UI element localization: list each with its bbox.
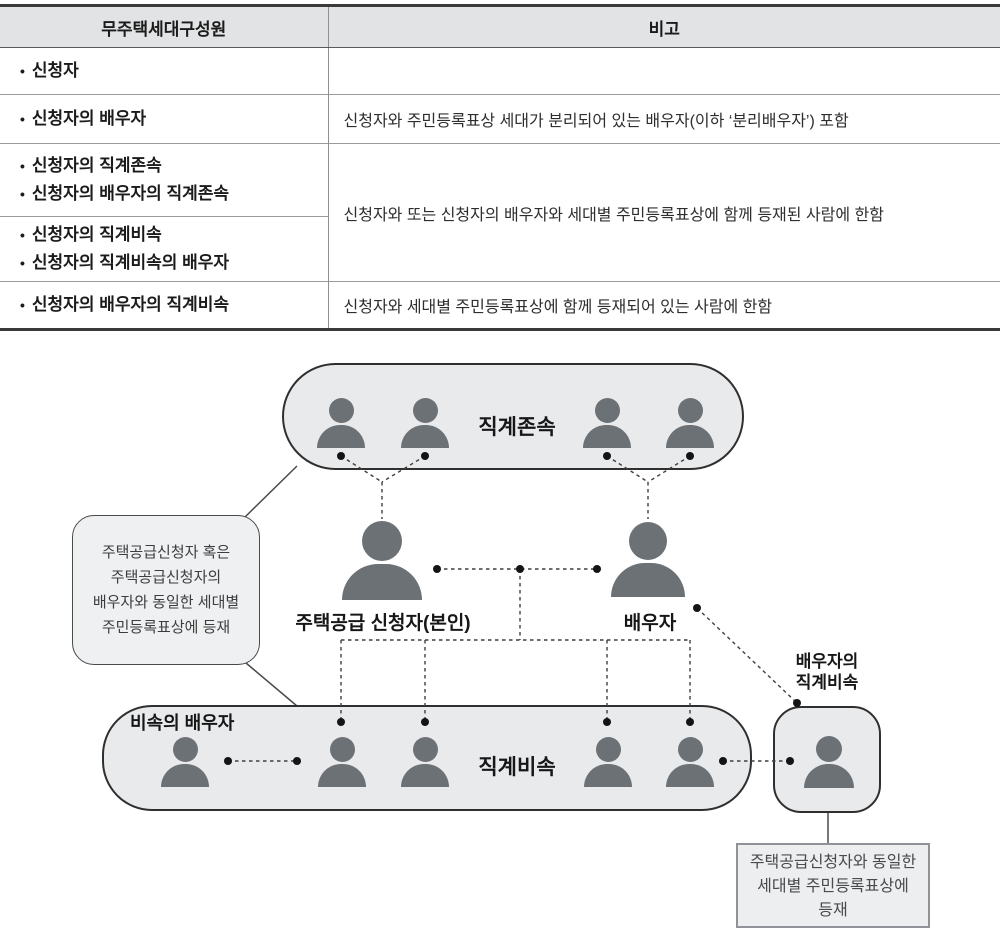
table-row: • 신청자의 직계비속 • 신청자의 직계비속의 배우자 [0, 216, 1000, 282]
bullet-icon: • [20, 186, 25, 202]
remark-cell: 신청자와 세대별 주민등록표상에 함께 등재되어 있는 사람에 한함 [328, 281, 1000, 330]
table-header-row: 무주택세대구성원 비고 [0, 5, 1000, 48]
spouse-descendants-label-line2: 직계비속 [795, 673, 859, 692]
spouse-descendants-label-line1: 배우자의 [795, 652, 859, 671]
spouse-descendant-note: 주택공급신청자와 동일한 세대별 주민등록표상에 등재 [736, 843, 930, 928]
member-cell: • 신청자 [0, 47, 329, 95]
callout-line-2: 주택공급신청자의 [110, 569, 222, 586]
remark-cell [328, 48, 1000, 95]
descendant-person-icon [401, 737, 449, 787]
spouse-descendants-label: 배우자의 직계비속 [796, 651, 859, 693]
col-header-remark: 비고 [328, 5, 1000, 48]
table-row: • 신청자의 직계존속 • 신청자의 배우자의 직계존속 신청자와 또는 신청자의 … [0, 143, 1000, 282]
spouse-descendant-person-icon [804, 736, 854, 788]
household-member-table: 무주택세대구성원 비고 • 신청자 • 신청자의 배우자 신청자와 주민등록표상 세… [0, 4, 1000, 331]
descendant-spouse-label: 비속의 배우자 [130, 713, 235, 733]
bullet-icon: • [20, 111, 25, 127]
descendant-spouse-person-icon [161, 737, 209, 787]
member-text: 신청자 [31, 61, 79, 80]
callout-line-3: 배우자와 동일한 세대별 [92, 594, 240, 611]
ascendants-group-box [282, 363, 744, 470]
member-cell: • 신청자의 배우자의 직계비속 [0, 281, 329, 330]
descendant-person-icon [318, 737, 366, 787]
ascendant-person-icon [317, 398, 365, 448]
member-cell: • 신청자의 직계비속 • 신청자의 직계비속의 배우자 [0, 216, 329, 282]
table-row: • 신청자 [0, 47, 1000, 95]
descendant-person-icon [666, 737, 714, 787]
note-line-2: 세대별 주민등록표상에 [757, 878, 909, 895]
table-row: • 신청자의 배우자의 직계비속 신청자와 세대별 주민등록표상에 함께 등재되어… [0, 281, 1000, 330]
ascendant-person-icon [666, 398, 714, 448]
ascendants-label: 직계존속 [478, 416, 556, 439]
bullet-icon: • [20, 255, 25, 271]
member-text: 신청자의 배우자의 직계비속 [31, 295, 230, 314]
callout-line-1: 주택공급신청자 혹은 [101, 544, 231, 561]
col-header-member: 무주택세대구성원 [0, 5, 329, 48]
spouse-label: 배우자 [623, 613, 677, 634]
applicant-label: 주택공급 신청자(본인) [295, 613, 471, 634]
callout-line-top [244, 465, 298, 518]
descendants-label: 직계비속 [478, 756, 556, 779]
member-cell: • 신청자의 직계존속 • 신청자의 배우자의 직계존속 [0, 143, 329, 217]
remark-cell-merged: 신청자와 또는 신청자의 배우자와 세대별 주민등록표상에 함께 등재된 사람에… [328, 143, 1000, 282]
member-text: 신청자의 직계비속 [31, 225, 162, 244]
note-line-1: 주택공급신청자와 동일한 [749, 854, 917, 871]
callout-line-4: 주민등록표상에 등재 [101, 619, 231, 636]
spouse-person-icon [611, 522, 685, 597]
bullet-icon: • [20, 297, 25, 313]
member-cell: • 신청자의 배우자 [0, 94, 329, 144]
bullet-icon: • [20, 63, 25, 79]
bullet-icon: • [20, 158, 25, 174]
ascendant-person-icon [401, 398, 449, 448]
callout-line-bottom [245, 662, 298, 707]
member-text: 신청자의 배우자 [31, 109, 147, 128]
registration-callout: 주택공급신청자 혹은 주택공급신청자의 배우자와 동일한 세대별 주민등록표상에… [72, 515, 260, 665]
descendant-person-icon [584, 737, 632, 787]
note-line-3: 등재 [818, 902, 848, 919]
ascendant-person-icon [583, 398, 631, 448]
member-text: 신청자의 직계존속 [31, 156, 162, 175]
remark-cell: 신청자와 주민등록표상 세대가 분리되어 있는 배우자(이하 ‘분리배우자’) … [328, 94, 1000, 144]
member-text: 신청자의 직계비속의 배우자 [31, 253, 230, 272]
applicant-person-icon [342, 521, 422, 600]
member-text: 신청자의 배우자의 직계존속 [31, 184, 230, 203]
bullet-icon: • [20, 227, 25, 243]
table-row: • 신청자의 배우자 신청자와 주민등록표상 세대가 분리되어 있는 배우자(이하… [0, 94, 1000, 144]
